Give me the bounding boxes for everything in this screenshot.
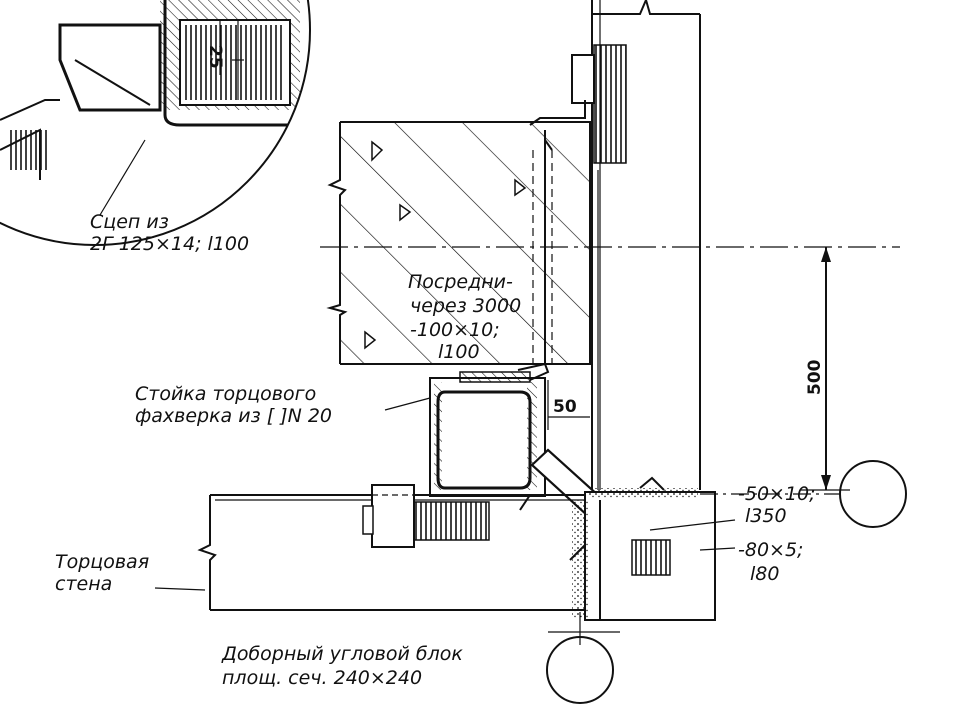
hatched-panel [326, 121, 591, 365]
end-wall-label-line1: Торцовая [55, 551, 149, 573]
post-label-line1: Стойка торцового [135, 383, 316, 405]
intermediate-label-line4: l100 [438, 341, 480, 363]
intermediate-label-line3: -100×10; [410, 319, 500, 341]
intermediate-label-line1: Посредни- [408, 271, 513, 293]
end-wall-label-line2: стена [55, 573, 112, 595]
post-label-line2: фахверка из [ ]N 20 [135, 405, 332, 427]
bottom-axis [546, 612, 620, 704]
post-leader [384, 397, 431, 411]
clip-label-line2: 2Г 125×14; l100 [90, 233, 249, 255]
intermediate-label-line2: через 3000 [410, 295, 521, 317]
detail-callout: 25 [0, 0, 311, 246]
right-axis-marker [839, 460, 907, 528]
gap-dim-text: 50 [553, 397, 577, 417]
dimension-50: 50 [547, 380, 590, 430]
corner-block-label-line1: Доборный угловой блок [221, 643, 463, 665]
channel-post [429, 362, 550, 497]
plate-a-label-line1: -50×10; [738, 483, 816, 505]
offset-dim-text: 500 [805, 359, 825, 395]
plate-b-label-line1: -80×5; [738, 539, 803, 561]
plate-a-leader [649, 519, 736, 531]
plate-a-label-line2: l350 [745, 505, 787, 527]
detail-dim-text: 25 [205, 45, 225, 69]
corner-block [569, 476, 716, 621]
end-wall [197, 484, 585, 611]
dimension-500: 500 [800, 247, 850, 491]
plate-b-label-line2: l80 [750, 563, 779, 585]
plate-b-leader [699, 547, 736, 551]
clip-label-line1: Сцеп из [90, 211, 169, 233]
end-wall-leader [154, 587, 206, 591]
clip-leader [99, 139, 146, 216]
corner-block-label-line2: площ. сеч. 240×240 [222, 667, 422, 689]
